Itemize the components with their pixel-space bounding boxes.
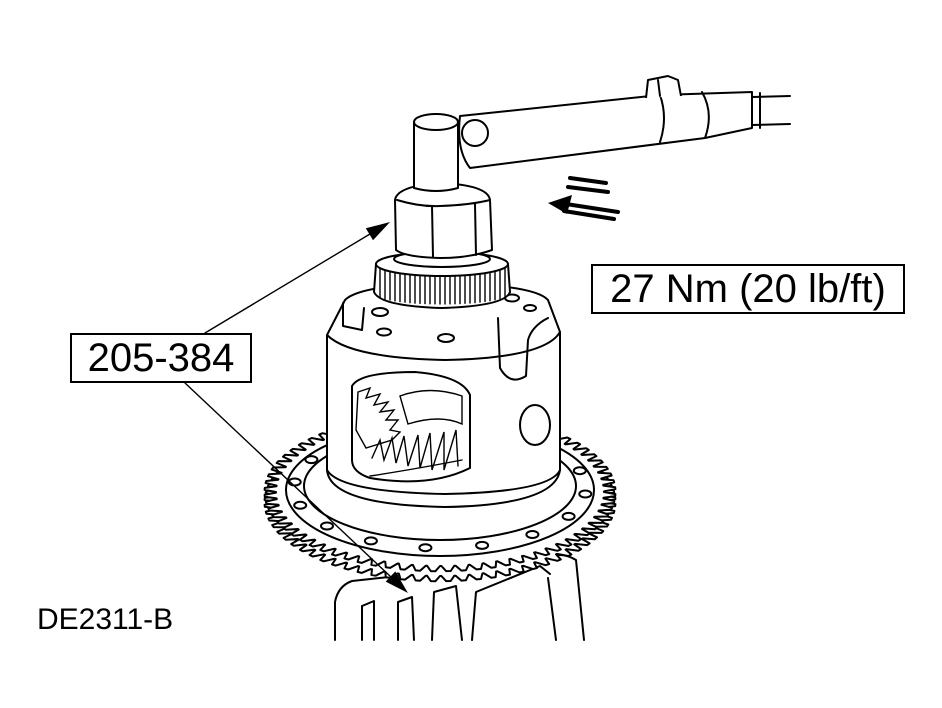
ring-gear-bolt-hole: [363, 536, 378, 546]
pinion-gear-base: [369, 459, 463, 477]
tool-number-text: 205-384: [87, 335, 235, 380]
ring-gear-bolt-hole: [475, 540, 490, 550]
ring-gear-bolt-hole: [561, 511, 576, 521]
flange-notch-left: [342, 302, 365, 331]
cross-shaft: [399, 389, 463, 426]
torque-wrench: [458, 75, 791, 169]
side-gear: [355, 386, 402, 449]
wrench-pivot: [461, 119, 489, 147]
ring-gear-bolt-hole: [418, 543, 433, 553]
rotation-arrows: [548, 176, 620, 221]
differential-case: [326, 282, 561, 508]
flange-hole: [371, 307, 389, 317]
flange-hole: [376, 327, 392, 337]
wrench-handle: [751, 95, 791, 98]
leader-arrowhead-lower: [385, 571, 408, 593]
bearing-rollers: [379, 266, 506, 305]
leader-line-tool-lower: [184, 382, 408, 593]
rotation-arrowhead: [548, 195, 572, 214]
ring-gear-bolt-hole: [293, 500, 308, 510]
hex-socket: [394, 182, 493, 259]
figure-id: DE2311-B: [37, 603, 174, 636]
leader-arrowhead-upper: [365, 222, 390, 241]
flange-hole: [437, 333, 455, 343]
leader-line-tool-upper: [204, 222, 390, 334]
case-window: [351, 371, 471, 483]
torque-spec-text: 27 Nm (20 lb/ft): [610, 266, 886, 311]
wrench-clip: [645, 75, 682, 99]
torque-spec-label: 27 Nm (20 lb/ft): [591, 264, 905, 314]
pinion-gear: [371, 429, 459, 471]
case-side-hole: [519, 404, 551, 446]
ring-gear-bolt-hole: [320, 521, 334, 531]
flange-hole: [523, 304, 537, 312]
tool-number-label: 205-384: [70, 333, 252, 383]
bearing: [373, 250, 511, 309]
socket-extension: [413, 113, 459, 192]
ring-gear-bolt-hole: [572, 466, 587, 476]
ring-gear-bolt-hole: [578, 489, 593, 499]
flange-slot-right: [497, 317, 549, 381]
ring-gear-bolt-hole: [525, 530, 540, 539]
ring-gear-bolt-hole: [304, 455, 319, 465]
